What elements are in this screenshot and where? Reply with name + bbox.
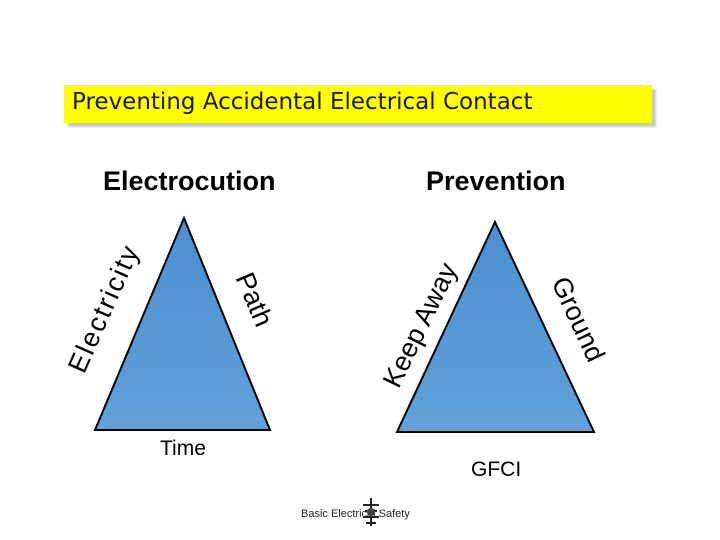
footer-text: Basic Electrical Safety: [301, 508, 410, 520]
right-triangle-heading: Prevention: [426, 166, 566, 196]
left-triangle-heading: Electrocution: [103, 166, 276, 196]
right-triangle-base-label: GFCI: [471, 458, 522, 481]
logo-icon: [363, 498, 379, 526]
left-triangle-base-label: Time: [160, 437, 206, 460]
title-bar: Preventing Accidental Electrical Contact: [64, 85, 652, 123]
slide-title: Preventing Accidental Electrical Contact: [72, 89, 533, 115]
right-triangle: [395, 219, 596, 433]
left-triangle-right-label: Path: [230, 268, 279, 331]
left-triangle: [93, 215, 272, 431]
